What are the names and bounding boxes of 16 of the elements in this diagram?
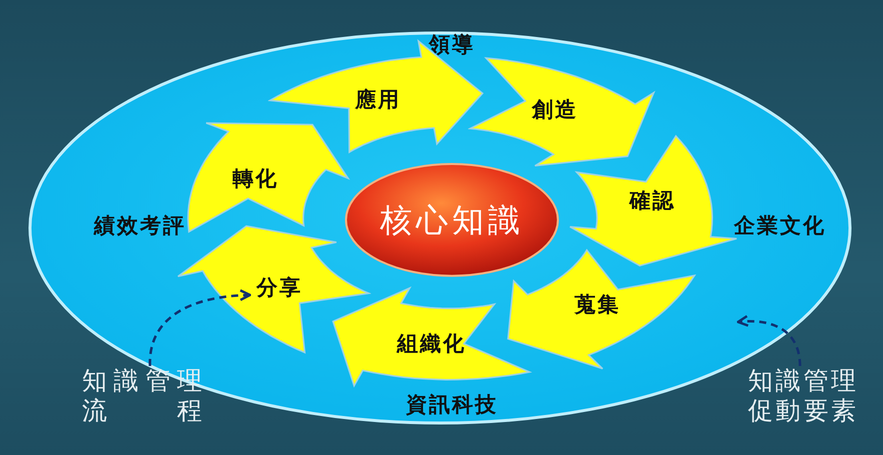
step-label: 組織化	[397, 333, 466, 354]
caption-text: 知識管理促動要素	[748, 366, 856, 426]
step-label: 分享	[256, 277, 302, 298]
factor-label: 資訊科技	[406, 394, 498, 416]
caption-text: 知識管理流程	[82, 366, 202, 426]
core-label: 核心知識	[380, 204, 524, 236]
step-label: 應用	[355, 89, 402, 110]
factor-label: 企業文化	[734, 216, 826, 236]
factor-label: 領導	[429, 34, 475, 56]
dashed-arrow	[736, 315, 802, 366]
dashed-arrow	[148, 289, 252, 366]
step-label: 蒐集	[574, 294, 621, 316]
step-label: 創造	[532, 99, 578, 120]
step-label: 確認	[630, 190, 676, 212]
step-label: 轉化	[232, 168, 279, 190]
factor-label: 績效考評	[94, 216, 186, 236]
